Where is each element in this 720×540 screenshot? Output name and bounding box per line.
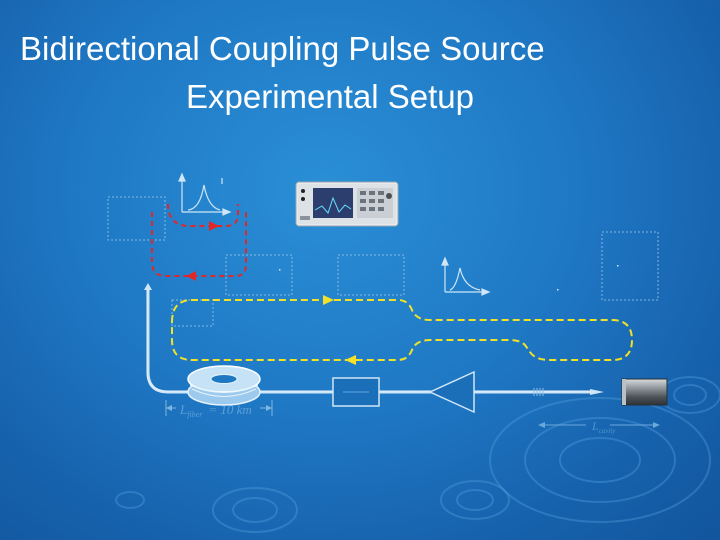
- pulse-plot-upper: [178, 172, 232, 216]
- red-loop: [151, 203, 247, 277]
- laser-diode-icon: [621, 378, 668, 406]
- fiber-length-label: Lfiber= 10 km: [179, 402, 252, 419]
- main-fiber: [146, 288, 590, 394]
- spectrum-analyzer-icon: [295, 181, 399, 227]
- pulse-spectrum-icon: [441, 256, 491, 296]
- middle-box-2: [337, 254, 405, 296]
- coupler-marks: [533, 388, 544, 396]
- title-line-2: Experimental Setup: [186, 78, 474, 115]
- red-arrow-lower: [186, 271, 196, 281]
- cavity-length-label: Lcavity: [591, 419, 616, 435]
- isolator-icon: [332, 377, 380, 407]
- amplifier-icon: [428, 370, 475, 414]
- yellow-loop: [171, 299, 634, 361]
- fiber-tip: [590, 389, 604, 395]
- fiber-end-arrow: [144, 283, 152, 290]
- fiber-highlight: [146, 288, 590, 392]
- lower-left-box: [171, 299, 214, 327]
- title-line-1: Bidirectional Coupling Pulse Source: [20, 30, 545, 67]
- stray-marks: [279, 265, 619, 291]
- component-boxes: [107, 196, 659, 327]
- decorative-ripples: [115, 376, 720, 533]
- yellow-arrow-upper: [323, 295, 334, 305]
- right-box: [601, 231, 659, 301]
- middle-box-1: [225, 254, 293, 296]
- fiber-spool-icon: [187, 365, 261, 406]
- cavity-length-dimension: [538, 422, 660, 428]
- red-arrow-upper: [209, 221, 219, 231]
- yellow-arrow-lower: [345, 355, 356, 365]
- left-box: [107, 196, 166, 241]
- fiber-length-dimension: [165, 400, 273, 416]
